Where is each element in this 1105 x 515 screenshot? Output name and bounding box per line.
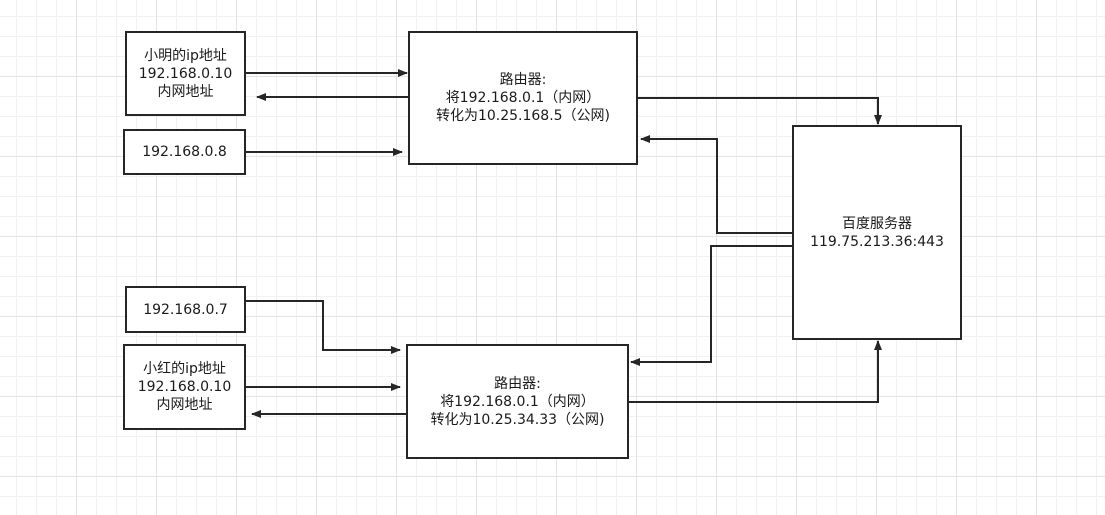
router-top-title: 路由器: [499, 72, 547, 88]
xiaohong-host-box: 小红的ip地址 192.168.0.10 内网地址 [123, 344, 246, 430]
host-192-168-0-7-box: 192.168.0.7 [125, 286, 246, 333]
router-bottom-box: 路由器: 将192.168.0.1（内网） 转化为10.25.34.33（公网) [406, 344, 629, 459]
router-bottom-title: 路由器: [494, 375, 541, 392]
arrow-server-to-router-bottom [630, 245, 793, 366]
host-192-168-0-7-label: 192.168.0.7 [143, 301, 228, 318]
xiaohong-ip: 192.168.0.10 [137, 379, 232, 395]
baidu-server-box: 百度服务器 119.75.213.36:443 [792, 125, 962, 340]
arrow-router-top-to-server [637, 97, 882, 125]
arrow-server-to-router-top [640, 135, 793, 234]
host-192-168-0-8-label: 192.168.0.8 [142, 144, 227, 160]
host-192-168-0-8-box: 192.168.0.8 [123, 129, 246, 175]
router-bottom-public: 转化为10.25.34.33（公网) [430, 411, 605, 428]
arrow-router-bottom-to-server [629, 340, 882, 403]
xiaohong-note: 内网地址 [156, 397, 213, 413]
router-top-private: 将192.168.0.1（内网） [445, 90, 601, 106]
server-title: 百度服务器 [842, 215, 912, 232]
server-address: 119.75.213.36:443 [810, 233, 944, 250]
router-top-public: 转化为10.25.168.5（公网) [435, 108, 611, 124]
xiaoming-host-box: 小明的ip地址 192.168.0.10 内网地址 [125, 31, 246, 116]
xiaohong-title: 小红的ip地址 [143, 361, 226, 377]
xiaoming-ip: 192.168.0.10 [138, 65, 233, 82]
arrow-host-b-to-router-bottom [246, 300, 401, 354]
router-top-box: 路由器: 将192.168.0.1（内网） 转化为10.25.168.5（公网) [408, 31, 638, 165]
xiaoming-title: 小明的ip地址 [144, 47, 227, 64]
xiaoming-note: 内网地址 [157, 83, 214, 100]
router-bottom-private: 将192.168.0.1（内网） [440, 393, 595, 410]
